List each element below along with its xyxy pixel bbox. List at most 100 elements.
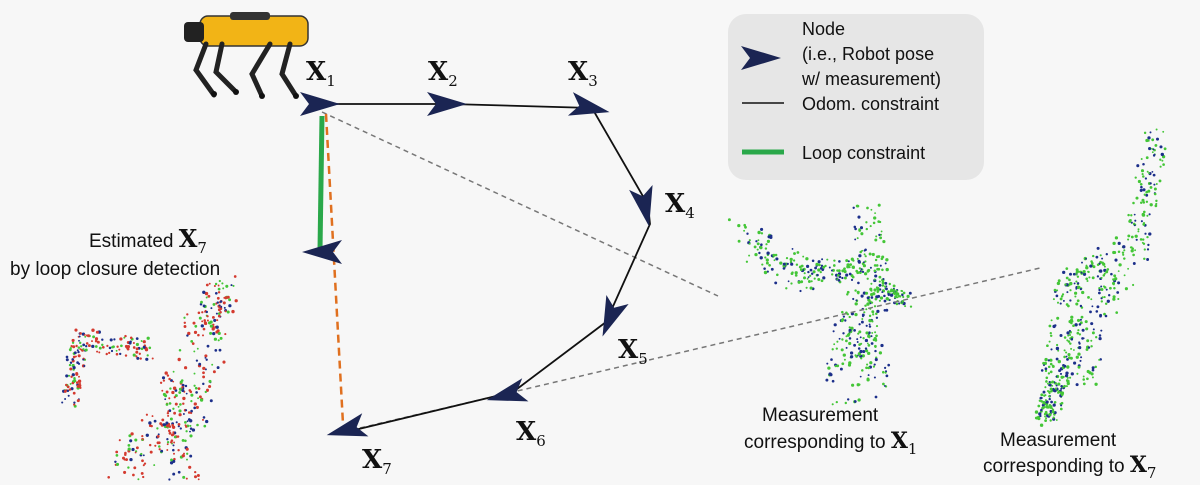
point-cloud-dot <box>1106 268 1110 271</box>
point-cloud-dot <box>1098 287 1101 290</box>
point-cloud-dot <box>171 423 174 427</box>
point-cloud-dot <box>142 475 145 479</box>
point-cloud-dot <box>766 270 769 273</box>
point-cloud-dot <box>199 398 204 402</box>
point-cloud-dot <box>135 342 139 347</box>
point-cloud-dot <box>873 278 876 281</box>
point-cloud-dot <box>115 352 119 356</box>
point-cloud-dot <box>826 362 829 365</box>
point-cloud-dot <box>67 374 71 377</box>
point-cloud-dot <box>221 282 224 285</box>
point-cloud-dot <box>759 256 763 260</box>
point-cloud-dot <box>774 253 778 257</box>
point-cloud-dot <box>177 470 181 474</box>
point-cloud-dot <box>1085 348 1089 351</box>
point-cloud-dot <box>1100 329 1103 332</box>
point-cloud-dot <box>1044 386 1047 389</box>
point-cloud-dot <box>845 339 848 343</box>
point-cloud-dot <box>743 223 747 227</box>
point-cloud-dot <box>1038 412 1042 416</box>
point-cloud-dot <box>206 344 210 348</box>
point-cloud-dot <box>1085 327 1089 331</box>
point-cloud-dot <box>811 259 815 263</box>
point-cloud-dot <box>73 403 76 406</box>
point-cloud-dot <box>859 375 862 378</box>
point-cloud-dot <box>1052 298 1055 301</box>
point-cloud-dot <box>831 379 835 383</box>
point-cloud-dot <box>1153 187 1157 191</box>
point-cloud-dot <box>1103 272 1106 275</box>
point-cloud-dot <box>874 331 877 334</box>
point-cloud-dot <box>134 451 137 454</box>
point-cloud-dot <box>1085 266 1089 270</box>
point-cloud-dot <box>1065 351 1068 354</box>
point-cloud-dot <box>809 286 813 290</box>
point-cloud-dot <box>191 428 196 432</box>
point-cloud-dot <box>886 298 890 301</box>
point-cloud-dot <box>893 291 896 294</box>
point-cloud-dot <box>792 259 796 262</box>
point-cloud-dot <box>1105 270 1109 274</box>
point-cloud-dot <box>176 435 180 438</box>
point-cloud-dot <box>177 405 180 408</box>
point-cloud-dot <box>1139 188 1143 192</box>
point-cloud-dot <box>141 459 144 463</box>
point-cloud-dot <box>1103 265 1106 268</box>
point-cloud-dot <box>1078 333 1082 336</box>
point-cloud-dot <box>79 386 82 389</box>
point-cloud-dot <box>170 379 173 382</box>
point-cloud-dot <box>194 386 198 390</box>
point-cloud-dot <box>1148 213 1151 216</box>
point-cloud-dot <box>1113 274 1117 278</box>
point-cloud-dot <box>895 289 898 292</box>
point-cloud-dot <box>1075 280 1078 283</box>
point-cloud-dot <box>195 405 199 409</box>
point-cloud-dot <box>1045 380 1048 383</box>
point-cloud-dot <box>234 299 238 303</box>
point-cloud-dot <box>848 272 852 276</box>
point-cloud-dot <box>1078 323 1082 326</box>
point-cloud-dot <box>158 448 161 451</box>
point-cloud-dot <box>766 239 771 244</box>
point-cloud-dot <box>1060 295 1064 298</box>
point-cloud-dot <box>841 276 844 280</box>
point-cloud-dot <box>770 267 774 271</box>
point-cloud-dot <box>1085 257 1087 260</box>
point-cloud-dot <box>1114 236 1119 240</box>
point-cloud-dot <box>1044 367 1048 371</box>
point-cloud-dot <box>772 253 776 257</box>
point-cloud-dot <box>1148 232 1152 236</box>
point-cloud-dot <box>1044 415 1046 418</box>
point-cloud-dot <box>843 267 846 271</box>
point-cloud-dot <box>1056 289 1059 292</box>
point-cloud-dot <box>203 424 207 428</box>
point-cloud-dot <box>835 400 838 404</box>
point-cloud-dot <box>1142 162 1145 166</box>
point-cloud-dot <box>876 309 880 314</box>
point-cloud-dot <box>854 312 858 317</box>
point-cloud-dot <box>863 272 868 276</box>
point-cloud-dot <box>1082 382 1086 386</box>
point-cloud-dot <box>864 304 867 307</box>
point-cloud-dot <box>226 295 230 299</box>
point-cloud-dot <box>1103 296 1106 299</box>
point-cloud-dot <box>879 296 884 300</box>
point-cloud-dot <box>215 312 218 315</box>
point-cloud-dot <box>182 413 185 415</box>
point-cloud-dot <box>140 340 143 342</box>
point-cloud-dot <box>1153 183 1156 186</box>
point-cloud-dot <box>832 330 835 333</box>
point-cloud-dot <box>890 288 893 292</box>
point-cloud-dot <box>830 269 833 272</box>
point-cloud-dot <box>875 264 879 267</box>
point-cloud-dot <box>1142 222 1146 226</box>
point-cloud-dot <box>197 387 201 390</box>
point-cloud-dot <box>216 319 219 322</box>
point-cloud-dot <box>830 358 833 361</box>
estimated-point-cloud <box>61 275 238 481</box>
point-cloud-dot <box>1147 189 1151 193</box>
point-cloud-dot <box>1129 246 1132 249</box>
point-cloud-dot <box>1042 402 1045 405</box>
point-cloud-dot <box>810 272 814 276</box>
point-cloud-dot <box>101 338 104 341</box>
